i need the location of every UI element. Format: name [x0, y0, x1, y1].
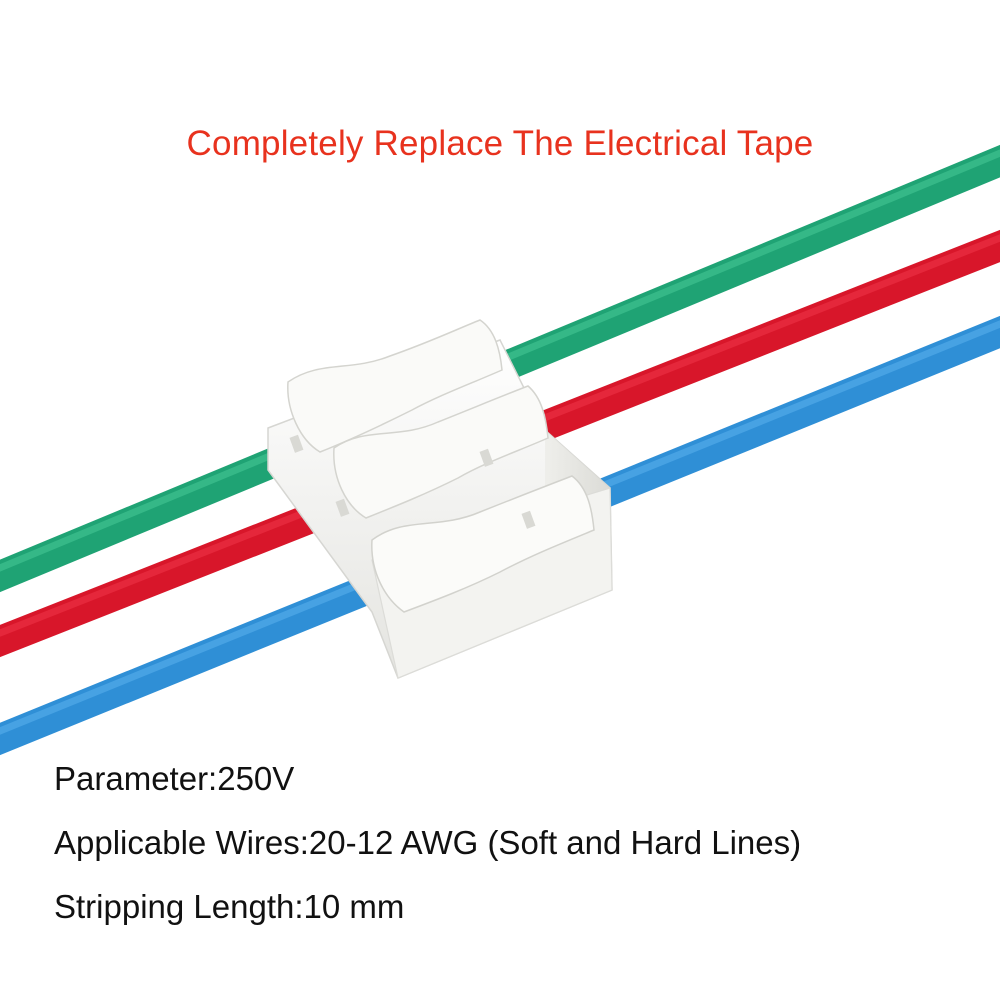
- connector-slot: [521, 510, 536, 529]
- wire-connector: [267, 319, 613, 679]
- spec-parameter: Parameter:250V: [54, 760, 295, 797]
- connector-slot: [335, 498, 350, 517]
- spec-stripping-length: Stripping Length:10 mm: [54, 888, 405, 925]
- spec-applicable-wires: Applicable Wires:20-12 AWG (Soft and Har…: [54, 824, 802, 861]
- connector-slot: [479, 448, 494, 467]
- headline-text: Completely Replace The Electrical Tape: [186, 124, 814, 163]
- connector-lever-3: [371, 475, 595, 613]
- connector-lever-2: [333, 385, 549, 519]
- connector-slot: [289, 434, 304, 453]
- connector-lever-1: [287, 319, 503, 453]
